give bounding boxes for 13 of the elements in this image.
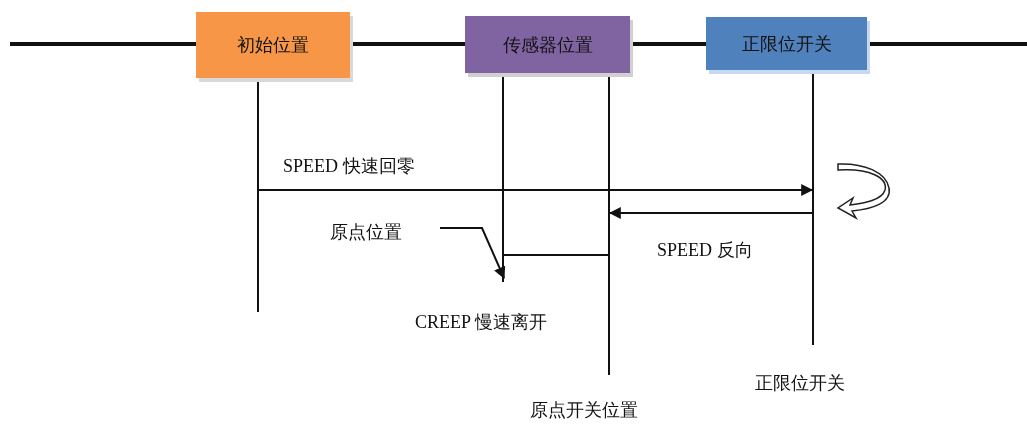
timeline-line	[10, 42, 196, 46]
callout-text: 原点位置	[330, 220, 402, 244]
edge-label: CREEP 慢速离开	[415, 310, 547, 334]
position-label: 正限位开关	[755, 371, 845, 395]
timeline-line	[350, 42, 465, 46]
arrow	[258, 184, 814, 196]
arrow	[608, 207, 813, 219]
edge-label: SPEED 快速回零	[283, 154, 415, 178]
timeline-line	[630, 42, 706, 46]
position-label: 原点开关位置	[530, 398, 638, 422]
leader-line	[439, 227, 506, 280]
edge-label: SPEED 反向	[657, 238, 753, 262]
timeline-line	[867, 42, 1027, 46]
